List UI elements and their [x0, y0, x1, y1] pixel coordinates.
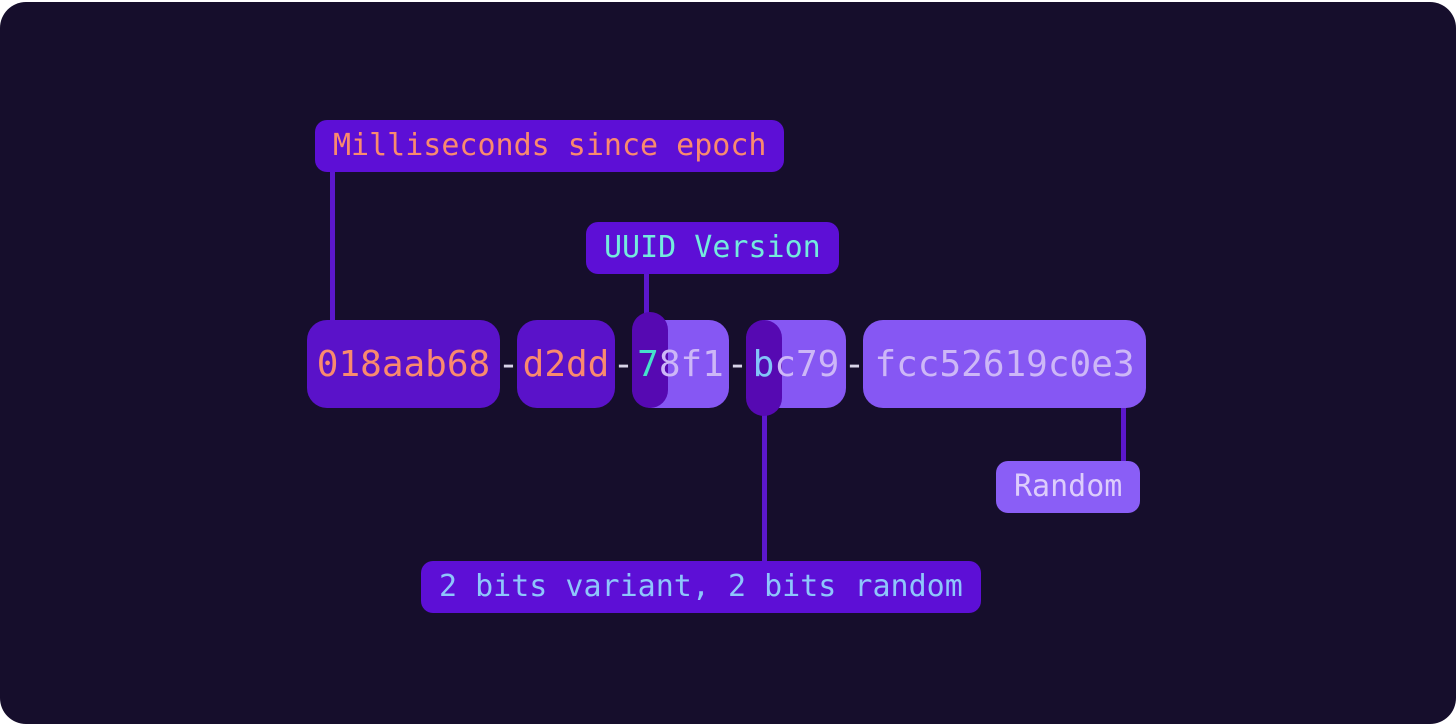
connector-milliseconds [330, 170, 335, 322]
variant-rest: c79 [774, 343, 840, 385]
uuid-segment-version: 78f1 [632, 312, 729, 408]
variant-digit: b [752, 343, 775, 385]
uuid-segment-row: 018aab68 - d2dd - 78f1 - bc79 - fcc52619… [307, 312, 1146, 416]
uuid-separator: - [843, 343, 866, 385]
connector-version [644, 272, 649, 316]
uuid-segment-random: fcc52619c0e3 [863, 320, 1146, 408]
variant-highlight-pill [746, 320, 782, 416]
uuid-segment-version-text: 78f1 [637, 344, 724, 385]
variant-bits-label: 2 bits variant, 2 bits random [421, 561, 981, 613]
connector-random [1121, 406, 1126, 463]
connector-variant [762, 410, 767, 563]
uuid-segment-variant: bc79 [746, 320, 846, 416]
version-digit: 7 [637, 343, 659, 385]
uuid-separator: - [612, 343, 635, 385]
uuid-separator: - [726, 343, 749, 385]
uuid-segment-time-high: 018aab68 [307, 320, 500, 408]
uuid-segment-time-low-text: d2dd [522, 343, 610, 385]
milliseconds-label: Milliseconds since epoch [315, 120, 785, 172]
uuid-version-label: UUID Version [586, 222, 839, 274]
uuid-segment-time-high-text: 018aab68 [316, 343, 491, 385]
random-label: Random [996, 461, 1141, 513]
version-highlight-pill [632, 312, 668, 408]
uuid-separator: - [497, 343, 520, 385]
version-rest: 8f1 [658, 343, 724, 385]
uuid-segment-random-text: fcc52619c0e3 [874, 343, 1135, 385]
uuid-segment-variant-text: bc79 [753, 344, 840, 385]
uuid-segment-time-low: d2dd [517, 320, 615, 408]
